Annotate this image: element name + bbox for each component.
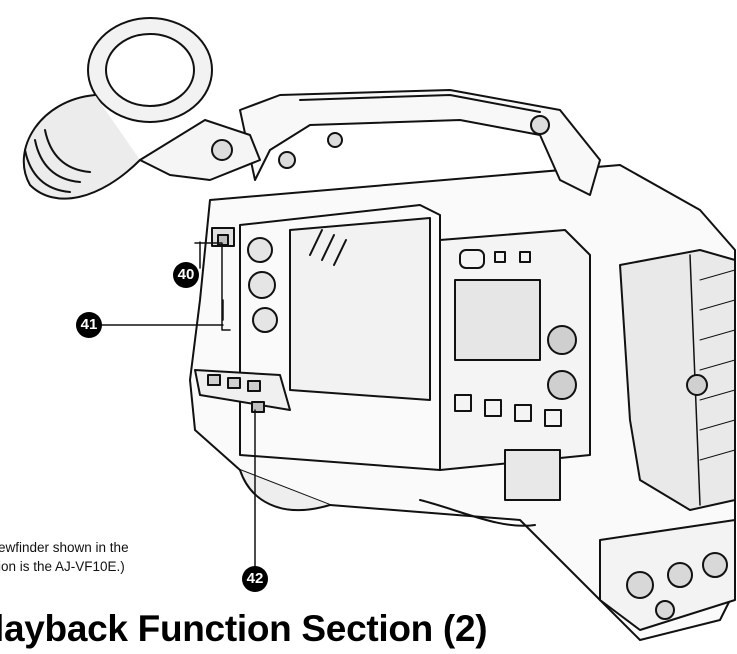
callout-40: 40 xyxy=(173,262,199,288)
section-heading: layback Function Section (2) xyxy=(0,608,488,649)
callout-41: 41 xyxy=(76,312,102,338)
caption-line-2: ion is the AJ-VF10E.) xyxy=(0,559,125,574)
callout-42: 42 xyxy=(242,566,268,592)
caption-line-1: ewfinder shown in the xyxy=(0,540,129,555)
figure-caption: ewfinder shown in the ion is the AJ-VF10… xyxy=(0,538,129,576)
